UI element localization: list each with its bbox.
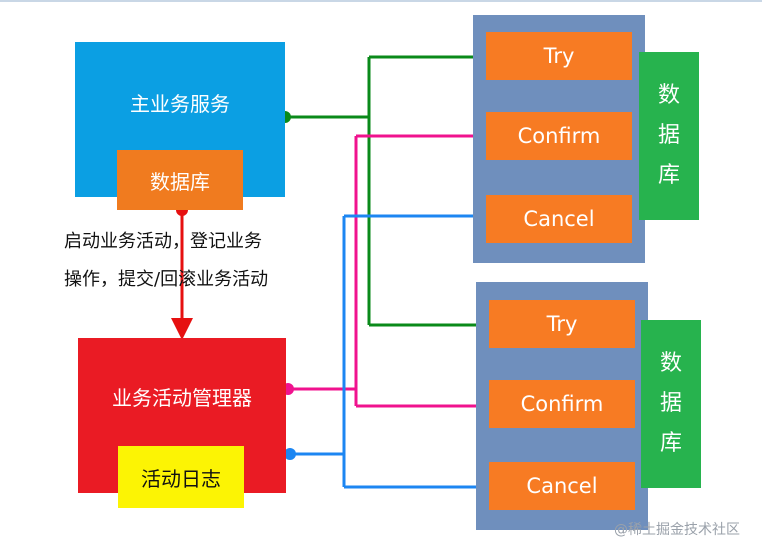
db-char: 数 xyxy=(657,83,680,108)
cancel-operation: Cancel xyxy=(486,195,632,243)
db-char: 据 xyxy=(659,391,682,416)
main-service-title: 主业务服务 xyxy=(130,92,230,116)
try-operation: Try xyxy=(489,300,635,348)
db-char: 库 xyxy=(659,431,682,456)
participant-1-database: 数 据 库 xyxy=(639,52,699,220)
try-operation: Try xyxy=(486,32,632,80)
confirm-operation: Confirm xyxy=(489,380,635,428)
activity-log: 活动日志 xyxy=(118,446,244,508)
cancel-operation: Cancel xyxy=(489,462,635,510)
note-line-1: 启动业务活动，登记业务 xyxy=(64,231,262,252)
db-char: 库 xyxy=(657,163,680,188)
db-char: 数 xyxy=(659,351,682,376)
watermark: @稀土掘金技术社区 xyxy=(614,522,740,538)
confirm-connector xyxy=(282,131,489,411)
db-char: 据 xyxy=(657,123,680,148)
participant-2-database: 数 据 库 xyxy=(641,320,701,488)
note-line-2: 操作，提交/回滚业务活动 xyxy=(64,269,269,290)
participant-service-2: Try Confirm Cancel xyxy=(476,282,648,530)
activity-manager-title: 业务活动管理器 xyxy=(112,386,252,410)
confirm-operation: Confirm xyxy=(486,112,632,160)
top-border xyxy=(0,0,762,2)
main-service-database: 数据库 xyxy=(117,150,243,210)
cancel-connector xyxy=(284,211,489,492)
participant-service-1: Try Confirm Cancel xyxy=(473,15,645,263)
try-connector xyxy=(279,52,489,330)
